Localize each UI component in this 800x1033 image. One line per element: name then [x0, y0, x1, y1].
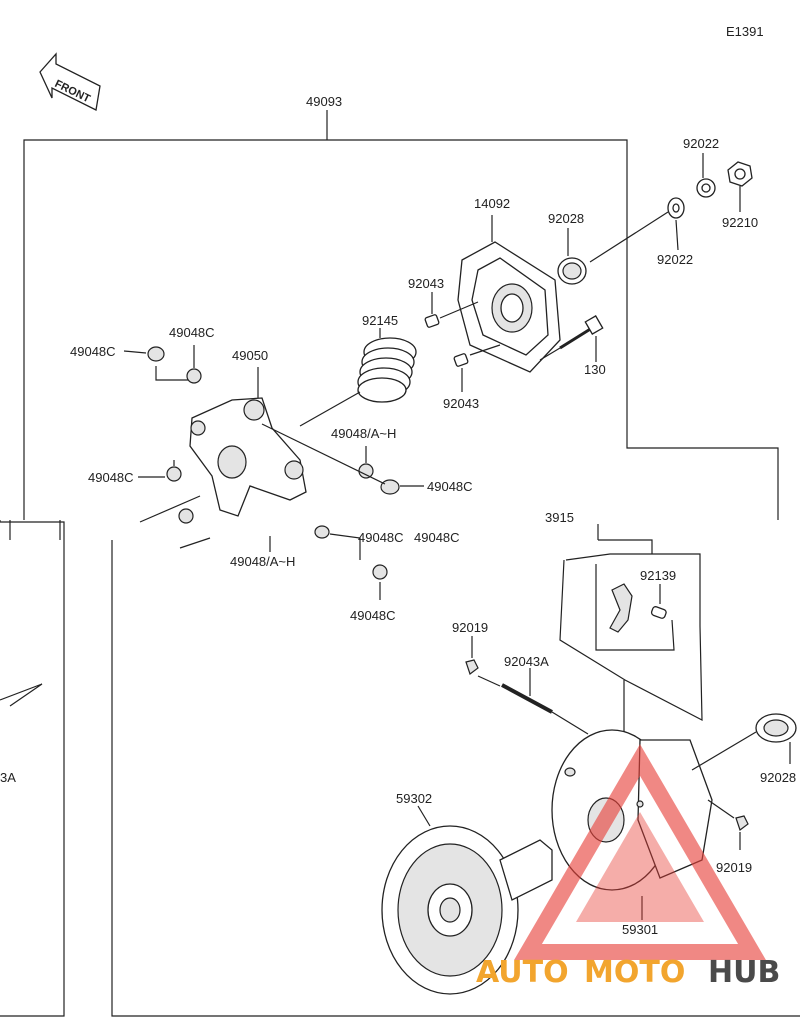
nut-parts — [123, 345, 424, 600]
automotohub-watermark — [514, 744, 766, 960]
arm-group-box — [559, 524, 703, 740]
roller-bracket-part — [189, 367, 307, 517]
label-92028-right: 92028 — [760, 770, 796, 785]
label-92028-top: 92028 — [548, 211, 584, 226]
diagram-id: E1391 — [726, 24, 764, 39]
washer-part — [667, 153, 753, 251]
label-92139: 92139 — [640, 568, 676, 583]
label-left-cut: 3A — [0, 770, 16, 785]
label-49048ah-2: 49048/A~H — [230, 554, 295, 569]
front-arrow-icon: FRONT — [39, 52, 101, 111]
label-92145: 92145 — [362, 313, 398, 328]
fixed-sheave-part — [381, 805, 553, 995]
label-92043a: 92043A — [504, 654, 549, 669]
dowel-pin-part — [424, 292, 501, 392]
label-59301: 59301 — [622, 922, 658, 937]
label-49048c-3: 49048C — [88, 470, 134, 485]
pin-92043a-part — [465, 636, 589, 735]
nut-92019-part — [707, 799, 749, 850]
bearing-right-part — [755, 713, 797, 764]
label-92019-b: 92019 — [716, 860, 752, 875]
label-49048c-5: 49048C — [358, 530, 404, 545]
label-3915x: 3915 — [545, 510, 574, 525]
watermark-triangle-icon — [514, 744, 766, 960]
label-49048c-2: 49048C — [169, 325, 215, 340]
spring-part — [299, 328, 417, 427]
label-49048c-4: 49048C — [427, 479, 473, 494]
label-49048ah-1: 49048/A~H — [331, 426, 396, 441]
cover-plate-part — [457, 215, 561, 373]
label-92043-b: 92043 — [443, 396, 479, 411]
watermark-moto: MOTO — [584, 955, 685, 990]
assembly-label: 49093 — [306, 94, 342, 109]
label-14092: 14092 — [474, 196, 510, 211]
label-92022-a: 92022 — [683, 136, 719, 151]
label-92019-a: 92019 — [452, 620, 488, 635]
label-92043-a: 92043 — [408, 276, 444, 291]
label-92210: 92210 — [722, 215, 758, 230]
label-49050: 49050 — [232, 348, 268, 363]
label-49048c-6: 49048C — [414, 530, 460, 545]
watermark-hub: HUB — [708, 955, 780, 990]
bolt-part — [539, 315, 604, 362]
label-92022-b: 92022 — [657, 252, 693, 267]
watermark-auto: AUTO — [476, 955, 569, 990]
bearing-part — [557, 211, 669, 285]
label-130: 130 — [584, 362, 606, 377]
assembly-bracket — [23, 110, 779, 520]
label-49048c-1: 49048C — [70, 344, 116, 359]
label-49048c-7: 49048C — [350, 608, 396, 623]
lower-frame-lines — [0, 520, 800, 1017]
label-59302: 59302 — [396, 791, 432, 806]
